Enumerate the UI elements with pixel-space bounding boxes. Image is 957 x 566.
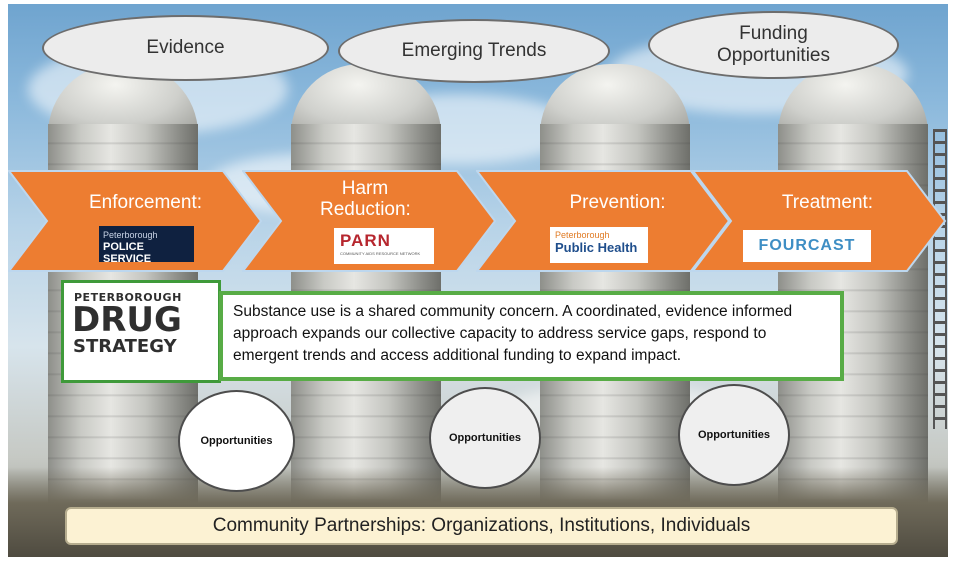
fourcast-logo: FOURCAST [743, 230, 871, 262]
partners-label: Community Partnerships: Organizations, I… [212, 515, 751, 536]
opportunities-label: Opportunities [200, 435, 273, 447]
emerging-trends-label: Emerging Trends [401, 40, 547, 61]
chevron-shape [476, 170, 731, 272]
chevron-enforcement: Enforcement: Peterborough POLICE SERVICE [8, 170, 263, 272]
logo-text: FOURCAST [758, 237, 856, 254]
ladder [933, 129, 947, 429]
chevron-treatment: Treatment: FOURCAST [692, 170, 947, 272]
chevron-shape [8, 170, 263, 272]
logo-line: Peterborough [103, 230, 158, 240]
logo-text: PARN [340, 231, 391, 250]
logo-line: PETERBOROUGH [74, 291, 182, 304]
drug-strategy-logo: PETERBOROUGH DRUG STRATEGY [61, 280, 221, 383]
logo-line: DRUG [72, 300, 182, 340]
evidence-oval: Evidence [42, 15, 329, 81]
logo-line: STRATEGY [73, 336, 177, 357]
parn-logo: PARN COMMUNITY AIDS RESOURCE NETWORK [334, 228, 434, 264]
logo-line: Peterborough [555, 230, 610, 240]
logo-line: POLICE SERVICE [103, 241, 152, 265]
community-partnerships-banner: Community Partnerships: Organizations, I… [65, 507, 898, 545]
logo-line: Public Health [555, 240, 638, 255]
opportunities-label: Opportunities [697, 429, 771, 441]
public-health-logo: Peterborough Public Health [550, 227, 648, 263]
pillar-title: Harm Reduction: [320, 178, 411, 220]
strategy-statement: Substance use is a shared community conc… [219, 291, 844, 381]
funding-opportunities-label: Funding Opportunities [716, 23, 830, 66]
opportunities-circle: Opportunities [429, 387, 541, 489]
evidence-label: Evidence [146, 37, 225, 58]
opportunities-circle: Opportunities [678, 384, 790, 486]
emerging-trends-oval: Emerging Trends [338, 19, 610, 83]
pillar-title: Enforcement: [89, 192, 202, 213]
opportunities-circle: Opportunities [178, 390, 295, 492]
opportunities-label: Opportunities [448, 432, 522, 444]
police-service-logo: Peterborough POLICE SERVICE [99, 226, 194, 265]
chevron-prevention: Prevention: Peterborough Public Health [476, 170, 731, 272]
slide: Evidence Emerging Trends Funding Opportu… [8, 4, 948, 557]
chevron-harm-reduction: Harm Reduction: PARN COMMUNITY AIDS RESO… [242, 170, 497, 272]
logo-tagline: COMMUNITY AIDS RESOURCE NETWORK [340, 251, 421, 256]
funding-opportunities-oval: Funding Opportunities [648, 11, 899, 79]
pillar-title: Prevention: [569, 192, 666, 213]
pillar-title: Treatment: [781, 192, 874, 213]
